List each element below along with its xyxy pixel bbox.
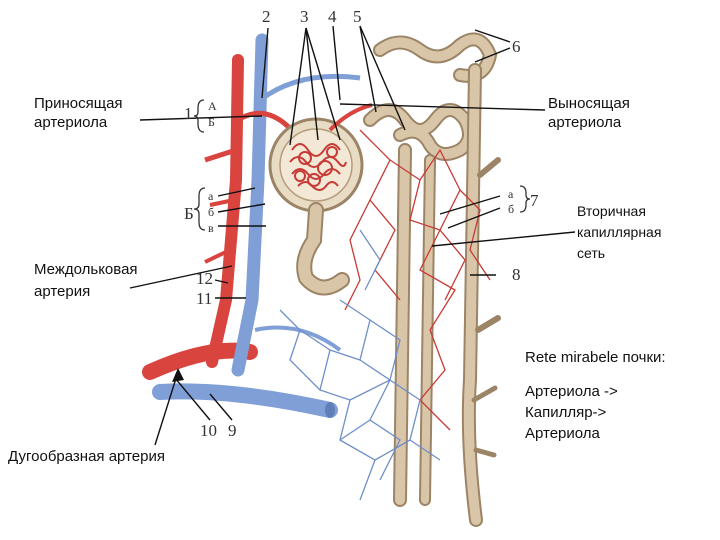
afferent-label-line1: Приносящая [34, 95, 123, 112]
letter-7-b: б [508, 202, 514, 216]
letter-B-b: б [208, 205, 214, 219]
interlobular-label-line1: Междольковая [34, 261, 138, 278]
letter-7-a: а [508, 187, 514, 201]
efferent-arteriole [328, 103, 373, 132]
rete-line2: Капилляр-> [525, 404, 607, 421]
interlobular-vein [231, 33, 361, 377]
letter-B-a: а [208, 189, 214, 203]
rete-line3: Артериола [525, 425, 601, 442]
tubules [296, 32, 501, 527]
interlobular-artery [204, 54, 244, 368]
callout-12: 12 [196, 269, 213, 288]
secondary-label-line1: Вторичная [577, 203, 646, 219]
main-labels: Приносящая артериола Выносящая артериола… [8, 95, 666, 465]
callout-5: 5 [353, 7, 362, 26]
efferent-label-line2: артериола [548, 114, 622, 131]
braces [193, 99, 531, 231]
letter-B-v: в [208, 221, 214, 235]
callout-1: 1 [184, 104, 193, 123]
capillary-network [279, 129, 491, 501]
callout-9: 9 [228, 421, 237, 440]
arcuate-label: Дугообразная артерия [8, 448, 165, 465]
letter-callouts: А Б а б в а б [208, 99, 514, 235]
afferent-label-line2: артериола [34, 114, 108, 131]
callout-10: 10 [200, 421, 217, 440]
callout-7: 7 [530, 191, 539, 210]
letter-1-B: Б [208, 115, 215, 129]
callout-4: 4 [328, 7, 337, 26]
rete-line1: Артериола -> [525, 383, 618, 400]
callout-11: 11 [196, 289, 212, 308]
number-callouts: 2 3 4 5 6 1 Б 7 8 12 11 10 9 [184, 7, 539, 440]
secondary-label-line3: сеть [577, 245, 605, 261]
leader-lines [129, 25, 576, 446]
rete-title: Rete mirabele почки: [525, 349, 666, 366]
secondary-label-line2: капиллярная [577, 224, 661, 240]
callout-2: 2 [262, 7, 271, 26]
interlobular-label-line2: артерия [34, 283, 90, 300]
letter-1-A: А [208, 99, 217, 113]
callout-B: Б [184, 204, 194, 223]
callout-8: 8 [512, 265, 521, 284]
callout-3: 3 [300, 7, 309, 26]
efferent-label-line1: Выносящая [548, 95, 630, 112]
callout-6: 6 [512, 37, 521, 56]
glomerulus-capillaries [289, 143, 347, 191]
arcuate-arrowhead [172, 368, 184, 382]
renal-corpuscle [268, 117, 364, 213]
